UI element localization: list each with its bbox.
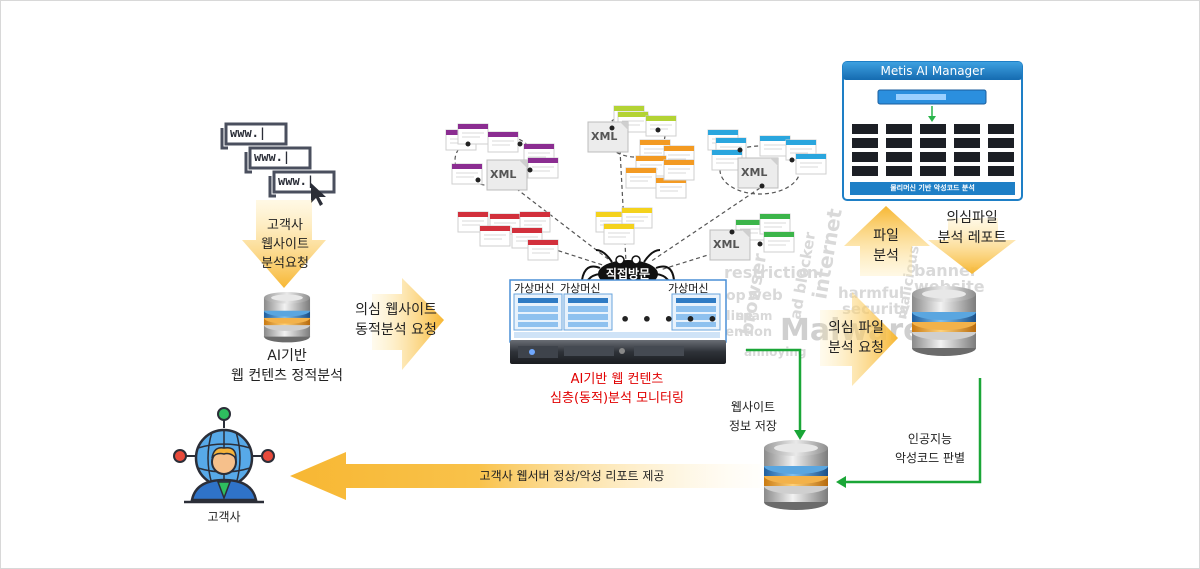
suspicious-file-line-1: 의심 파일 xyxy=(828,320,884,336)
ai-judge-line-2: 악성코드 판별 xyxy=(894,451,966,465)
customer-icon xyxy=(173,407,275,504)
xml-label-2: XML xyxy=(591,130,618,143)
xml-label-4: XML xyxy=(713,238,740,251)
suspicious-file-arrow xyxy=(820,292,898,386)
url-text-1: www.| xyxy=(230,126,267,140)
ai-judge-label: 인공지능 악성코드 판별 xyxy=(882,430,978,468)
deep-analysis-label: AI기반 웹 컨텐츠 심층(동적)분석 모니터링 xyxy=(518,370,716,408)
request-line-3: 분석요청 xyxy=(261,256,309,271)
store-line-1: 웹사이트 xyxy=(730,400,776,414)
metis-machine-grid xyxy=(852,124,1014,176)
website-cluster-red xyxy=(457,211,559,261)
vm-label-3: 가상머신 xyxy=(668,282,709,295)
dynamic-request-arrow xyxy=(372,278,444,370)
vm-panel-2 xyxy=(563,293,613,331)
vm-ellipsis: • • • • • xyxy=(620,310,721,329)
report-label: 의심파일 분석 레포트 xyxy=(926,208,1018,248)
svg-text:spam: spam xyxy=(736,309,772,323)
static-analysis-label: AI기반 웹 컨텐츠 정적분석 xyxy=(210,346,364,386)
report-line-1: 의심파일 xyxy=(946,210,998,226)
suspicious-file-label: 의심 파일 분석 요청 xyxy=(820,318,892,358)
website-cluster-orange xyxy=(625,139,695,199)
suspicious-file-line-2: 분석 요청 xyxy=(828,340,884,356)
deep-line-1: AI기반 웹 컨텐츠 xyxy=(570,372,664,387)
static-line-1: AI기반 xyxy=(267,348,307,364)
metis-title: Metis AI Manager xyxy=(880,64,985,78)
report-line-2: 분석 레포트 xyxy=(937,230,1007,246)
svg-text:web: web xyxy=(748,286,783,304)
file-analysis-label: 파일 분석 xyxy=(864,226,908,266)
report-provide-label: 고객사 웹서버 정상/악성 리포트 제공 xyxy=(479,469,665,483)
url-window-3 xyxy=(268,170,336,198)
request-arrow xyxy=(242,200,326,288)
store-arrowhead xyxy=(794,430,806,440)
analysis-db xyxy=(912,286,976,356)
ai-judge-line-1: 인공지능 xyxy=(907,432,953,446)
vm-label-2: 가상머신 xyxy=(560,282,601,295)
file-analysis-line-2: 분석 xyxy=(873,248,899,264)
svg-text:restriction: restriction xyxy=(724,263,818,282)
xml-label-3: XML xyxy=(741,166,768,179)
url-text-3: www.| xyxy=(278,174,315,188)
crawler-label: 직접방문 xyxy=(605,267,651,281)
file-analysis-line-1: 파일 xyxy=(873,228,899,244)
store-label: 웹사이트 정보 저장 xyxy=(718,398,788,436)
dynamic-request-line-1: 의심 웹사이트 xyxy=(355,302,437,318)
xml-label-1: XML xyxy=(490,168,517,181)
website-cluster-yellow xyxy=(595,207,653,245)
vm-panel-1 xyxy=(513,293,563,331)
static-analysis-db xyxy=(263,292,311,343)
vm-label-1: 가상머신 xyxy=(514,282,555,295)
request-line-1: 고객사 xyxy=(267,218,303,233)
hypervisor-bar xyxy=(514,332,720,338)
url-window-1 xyxy=(220,122,288,150)
dynamic-request-label: 의심 웹사이트 동적분석 요청 xyxy=(346,300,446,340)
link-dots xyxy=(465,125,795,247)
website-info-db xyxy=(764,440,828,510)
report-arrow xyxy=(928,218,1016,274)
url-window-2 xyxy=(244,146,312,174)
static-line-2: 웹 컨텐츠 정적분석 xyxy=(231,368,343,384)
metis-caption: 물리머신 기반 악성코드 분석 xyxy=(890,184,975,192)
request-label: 고객사 웹사이트 분석요청 xyxy=(244,216,326,273)
deep-line-2: 심층(동적)분석 모니터링 xyxy=(550,391,684,406)
request-line-2: 웹사이트 xyxy=(261,237,309,252)
green-flow-lines xyxy=(746,348,982,484)
url-text-2: www.| xyxy=(254,150,291,164)
report-provide-arrow xyxy=(290,452,760,500)
file-analysis-arrow xyxy=(844,206,930,276)
judge-arrowhead xyxy=(836,476,846,488)
vm-panel-3 xyxy=(671,293,721,331)
store-line-2: 정보 저장 xyxy=(729,419,777,433)
customer-label: 고객사 xyxy=(207,510,241,524)
cursor-icon xyxy=(311,183,326,206)
dynamic-request-line-2: 동적분석 요청 xyxy=(355,322,437,338)
svg-text:annoying: annoying xyxy=(744,345,807,359)
